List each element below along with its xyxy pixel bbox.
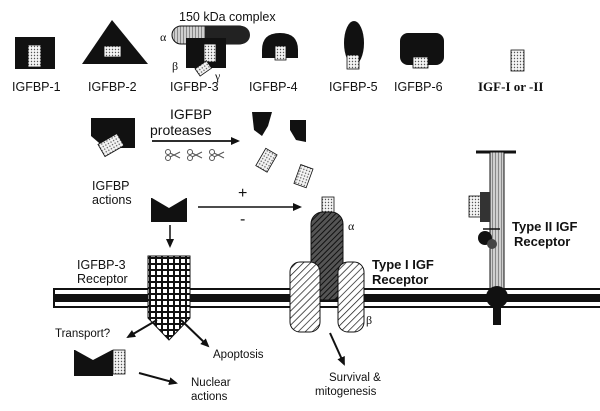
proteases-label-1: IGFBP [170, 106, 212, 122]
apoptosis-arrow [180, 319, 210, 348]
complex-label: 150 kDa complex [179, 10, 276, 24]
type2-label-1: Type II IGF [512, 219, 578, 234]
nuclear-arrow [138, 372, 178, 386]
nuclear-complex [74, 349, 126, 376]
type1-igf-receptor [289, 196, 365, 333]
igfbp4-label: IGFBP-4 [249, 80, 298, 94]
nuclear-label-1: Nuclear [191, 377, 231, 389]
igfbp2-shape [82, 20, 148, 64]
type1-label-1: Type I IGF [372, 257, 434, 272]
proteases-label-2: proteases [150, 122, 211, 138]
igfbp2-label: IGFBP-2 [88, 80, 137, 94]
igfbp3-complex-shape [171, 25, 250, 77]
igfbp5-shape [344, 21, 364, 70]
transport-arrow [126, 319, 158, 339]
scissors-icon [165, 149, 225, 161]
igfbp6-label: IGFBP-6 [394, 80, 443, 94]
type2-igf-receptor [468, 150, 516, 325]
cleaved-fragments [252, 112, 314, 189]
actions-label-2: actions [92, 193, 132, 207]
igf-ligand-shape [510, 49, 525, 72]
actions-label-1: IGFBP [92, 179, 130, 193]
igfbp5-label: IGFBP-5 [329, 80, 378, 94]
gamma-top: γ [214, 69, 221, 83]
igfbp3-label: IGFBP-3 [170, 80, 219, 94]
igfbp3-receptor-label-2: Receptor [77, 272, 128, 286]
igfbp3-receptor [147, 255, 191, 341]
beta-receptor: β [366, 313, 372, 327]
nuclear-label-2: actions [191, 391, 228, 403]
type2-label-2: Receptor [514, 234, 570, 249]
igfbp4-shape [262, 33, 298, 61]
alpha-receptor: α [348, 219, 355, 233]
minus-sign: - [240, 211, 245, 228]
apoptosis-label: Apoptosis [213, 349, 264, 361]
survival-label-1: Survival & [329, 372, 381, 384]
beta-top: β [172, 59, 178, 73]
igfbp1-shape [15, 37, 55, 69]
alpha-top: α [160, 30, 167, 44]
survival-arrow [329, 332, 345, 366]
igf-label: IGF-I or -II [478, 79, 543, 94]
igfbp6-shape [400, 33, 444, 69]
transport-label: Transport? [55, 328, 110, 340]
plus-sign: + [238, 185, 247, 202]
igfbp-igf-complex [91, 118, 135, 158]
igfbp3-receptor-label-1: IGFBP-3 [77, 258, 126, 272]
igfbp1-label: IGFBP-1 [12, 80, 61, 94]
type1-label-2: Receptor [372, 272, 428, 287]
survival-label-2: mitogenesis [315, 386, 377, 398]
